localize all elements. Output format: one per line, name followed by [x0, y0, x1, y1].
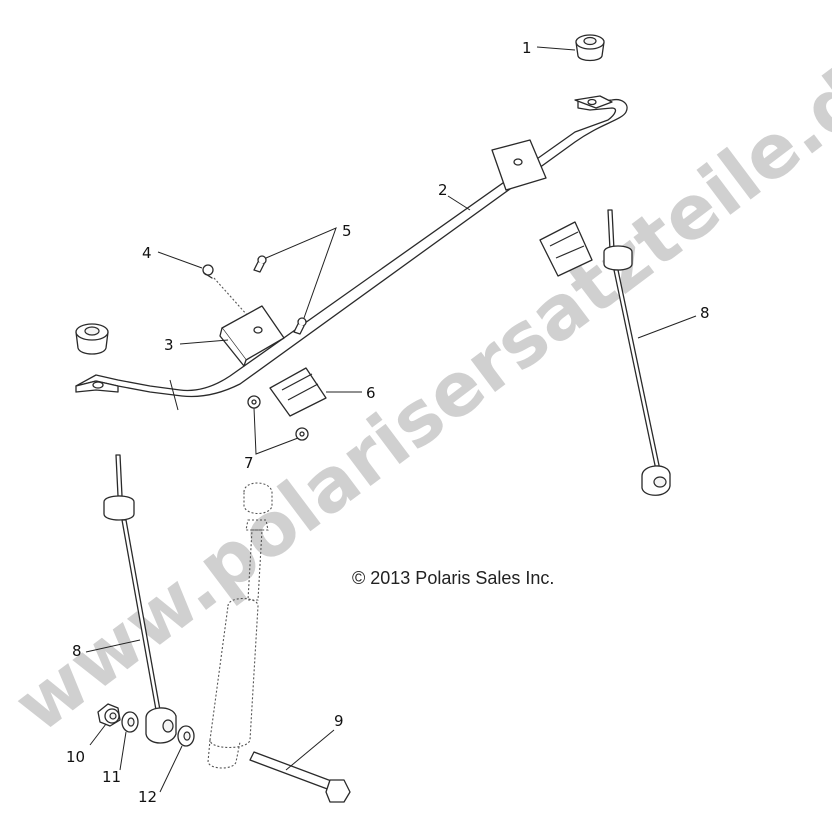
callout-8-right: 8: [700, 304, 710, 322]
callout-12: 12: [138, 788, 157, 806]
bushing-top-right[interactable]: [575, 34, 605, 62]
bar-clamp[interactable]: [219, 305, 285, 367]
callout-3: 3: [164, 336, 174, 354]
callout-7: 7: [244, 454, 254, 472]
bar-bushing[interactable]: [269, 367, 327, 417]
nut[interactable]: [97, 703, 121, 727]
copyright-text: © 2013 Polaris Sales Inc.: [352, 568, 554, 588]
callout-11: 11: [102, 768, 121, 786]
link-rod-left[interactable]: [103, 454, 177, 744]
spacer[interactable]: [177, 725, 195, 747]
callout-2: 2: [438, 181, 448, 199]
screws[interactable]: [253, 255, 307, 335]
callout-6: 6: [366, 384, 376, 402]
callout-1: 1: [522, 39, 532, 57]
washer[interactable]: [121, 711, 139, 733]
shock-absorber-reference: [207, 482, 273, 769]
zerk-fitting[interactable]: [202, 264, 214, 279]
callout-10: 10: [66, 748, 85, 766]
callout-5: 5: [342, 222, 352, 240]
link-rod-right[interactable]: [603, 209, 671, 496]
callout-9: 9: [334, 712, 344, 730]
washers[interactable]: [247, 395, 309, 441]
bar-bushing-upper[interactable]: [539, 221, 593, 277]
bar-clamp-upper[interactable]: [491, 139, 547, 191]
bolt[interactable]: [249, 751, 351, 803]
bushing-left[interactable]: [75, 323, 109, 355]
callout-4: 4: [142, 244, 152, 262]
callout-8-left: 8: [72, 642, 82, 660]
